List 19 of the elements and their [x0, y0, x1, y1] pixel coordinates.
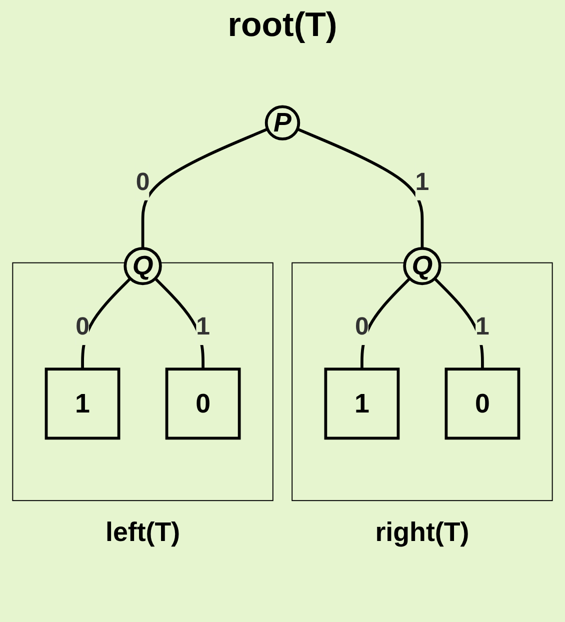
- node-label: left(T): [105, 516, 180, 546]
- node-box: 0: [165, 367, 241, 440]
- node-label: right(T): [375, 516, 470, 546]
- connector: [141, 127, 268, 248]
- edge-label: 0: [76, 311, 90, 340]
- connector: [296, 127, 424, 248]
- node-box: 1: [44, 367, 120, 440]
- edge-label: 1: [196, 311, 210, 340]
- node-circle: Q: [124, 246, 162, 285]
- edge-label: 0: [355, 311, 369, 340]
- node-caption: root(T): [228, 6, 338, 45]
- connector: [360, 277, 411, 369]
- edge-label: 1: [415, 166, 430, 196]
- node-circle: P: [264, 104, 300, 140]
- node-box: 0: [444, 367, 520, 440]
- node-circle: Q: [403, 246, 442, 285]
- node-box: 1: [324, 367, 400, 440]
- edge-label: 1: [476, 311, 490, 340]
- edge-label: 0: [136, 166, 150, 196]
